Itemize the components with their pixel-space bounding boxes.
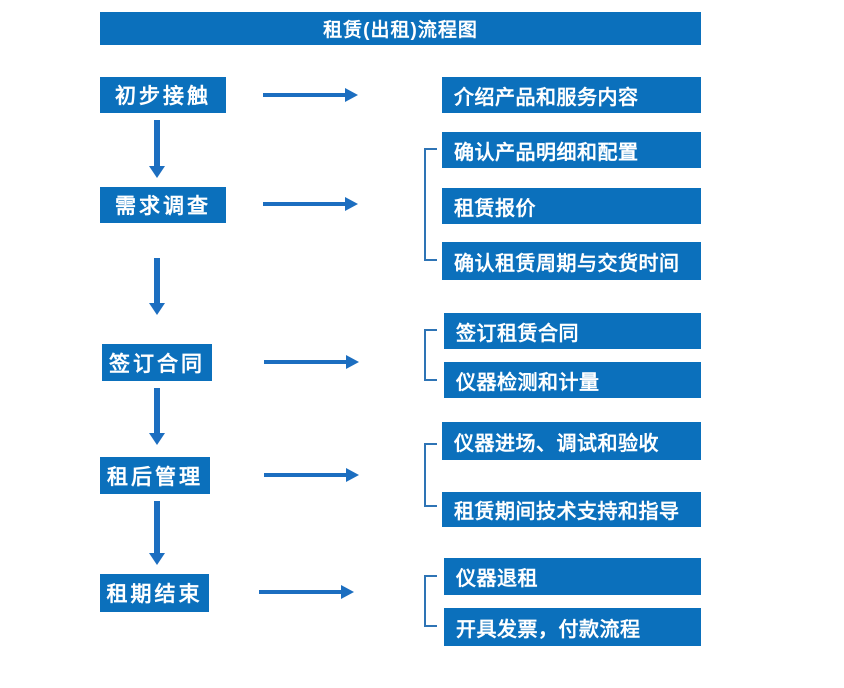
arrow-right-icon: [263, 202, 345, 206]
arrow-right-icon: [264, 473, 346, 477]
output-box-instrument-return: 仪器退租: [444, 558, 701, 595]
arrow-down-icon: [154, 388, 160, 433]
step-box-rental-end: 租期结束: [100, 574, 209, 612]
output-box-invoice-payment: 开具发票，付款流程: [444, 608, 701, 646]
output-box-instrument-setup: 仪器进场、调试和验收: [442, 422, 701, 460]
arrow-right-icon: [264, 360, 346, 364]
group-bracket-demand-survey: [424, 148, 437, 261]
arrow-down-icon: [154, 120, 160, 166]
step-box-sign-contract: 签订合同: [102, 344, 212, 381]
arrow-down-icon: [154, 258, 160, 303]
output-box-instrument-testing: 仪器检测和计量: [444, 362, 701, 398]
flowchart-title: 租赁(出租)流程图: [100, 12, 701, 45]
group-bracket-rental-end: [424, 575, 437, 627]
group-bracket-sign-contract: [424, 329, 437, 381]
step-box-demand-survey: 需求调查: [100, 187, 226, 223]
output-box-introduce-products: 介绍产品和服务内容: [442, 77, 701, 113]
output-box-confirm-rental-period: 确认租赁周期与交货时间: [442, 242, 701, 280]
step-box-post-rental-management: 租后管理: [100, 457, 210, 494]
output-box-technical-support: 租赁期间技术支持和指导: [442, 492, 701, 527]
arrow-right-icon: [259, 590, 341, 594]
output-box-sign-rental-contract: 签订租赁合同: [444, 313, 701, 349]
output-box-confirm-product-details: 确认产品明细和配置: [442, 132, 701, 168]
arrow-right-icon: [263, 93, 345, 97]
arrow-down-icon: [154, 501, 160, 553]
step-box-initial-contact: 初步接触: [100, 77, 226, 113]
group-bracket-post-rental-management: [424, 443, 437, 507]
output-box-rental-quotation: 租赁报价: [442, 188, 701, 224]
